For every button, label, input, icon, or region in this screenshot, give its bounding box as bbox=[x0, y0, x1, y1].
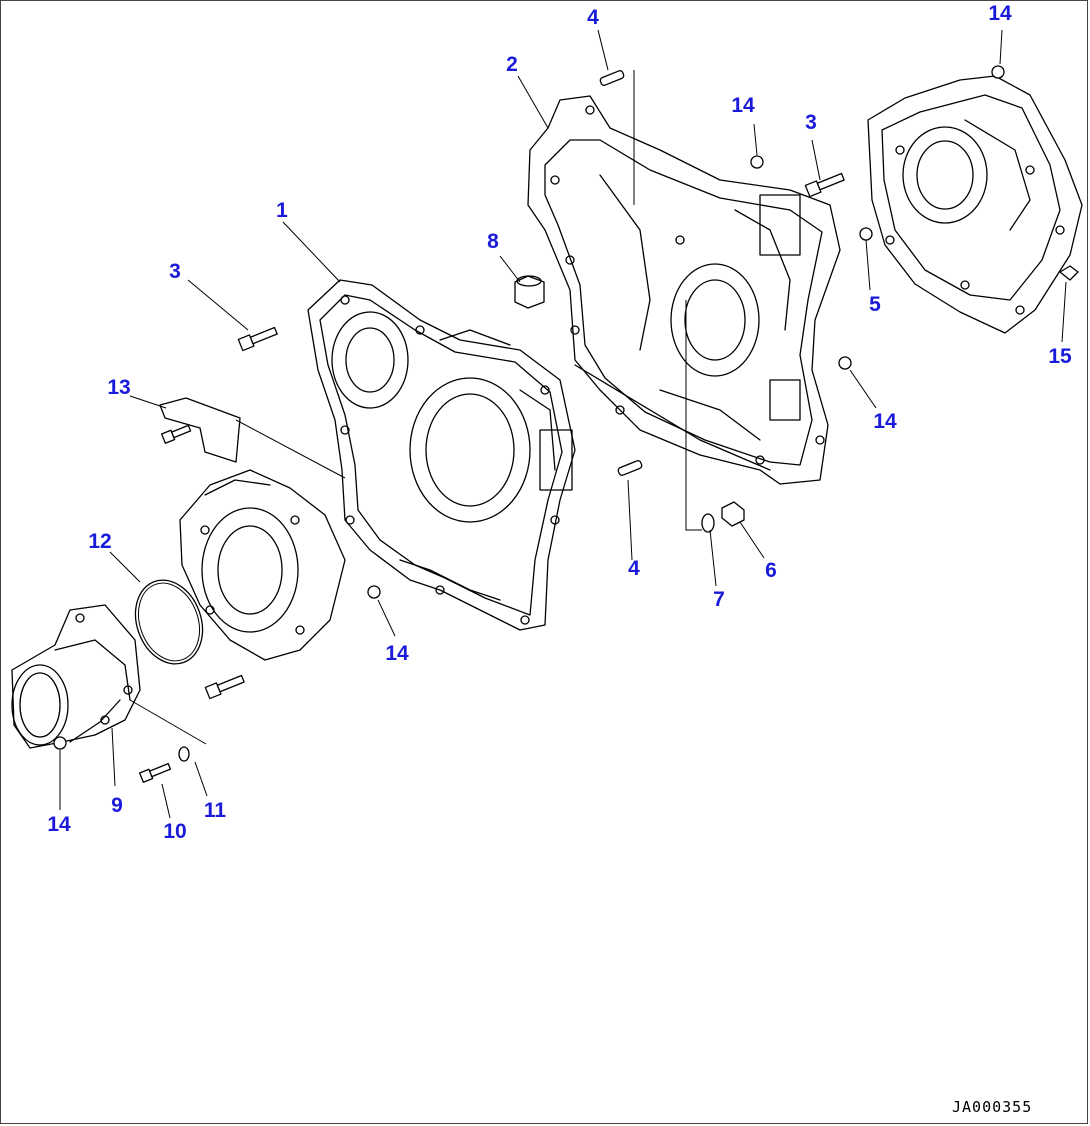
callout-part-1: 1 bbox=[276, 199, 288, 222]
leader-lines bbox=[59, 29, 1067, 819]
part-o-ring-inner bbox=[138, 582, 200, 662]
callout-part-14: 14 bbox=[385, 642, 409, 665]
callout-part-3: 3 bbox=[805, 111, 817, 134]
drawing-id-label: JA000355 bbox=[952, 1098, 1033, 1116]
part-flange-sleeve bbox=[11, 604, 141, 749]
part-o-ring bbox=[134, 579, 204, 665]
callout-part-15: 15 bbox=[1048, 345, 1072, 368]
callout-part-2: 2 bbox=[506, 53, 518, 76]
callout-part-14: 14 bbox=[873, 410, 897, 433]
callout-part-14: 14 bbox=[47, 813, 71, 836]
part-transmission-case bbox=[527, 95, 841, 485]
part-front-case bbox=[307, 279, 576, 631]
small-parts bbox=[53, 65, 1079, 783]
callout-part-12: 12 bbox=[88, 530, 112, 553]
callout-part-7: 7 bbox=[713, 588, 725, 611]
part-flange-housing bbox=[179, 469, 346, 661]
callout-part-10: 10 bbox=[163, 820, 187, 843]
callout-part-4: 4 bbox=[587, 6, 599, 29]
callout-part-14: 14 bbox=[731, 94, 755, 117]
callout-part-13: 13 bbox=[107, 376, 131, 399]
callout-part-6: 6 bbox=[765, 559, 777, 582]
callout-part-11: 11 bbox=[203, 799, 227, 822]
callout-part-5: 5 bbox=[869, 293, 881, 316]
callout-part-3: 3 bbox=[169, 260, 181, 283]
callout-part-9: 9 bbox=[111, 794, 123, 817]
callout-part-14: 14 bbox=[988, 2, 1012, 25]
callout-part-4: 4 bbox=[628, 557, 640, 580]
part-rear-cover bbox=[867, 75, 1083, 334]
callout-part-8: 8 bbox=[487, 230, 499, 253]
